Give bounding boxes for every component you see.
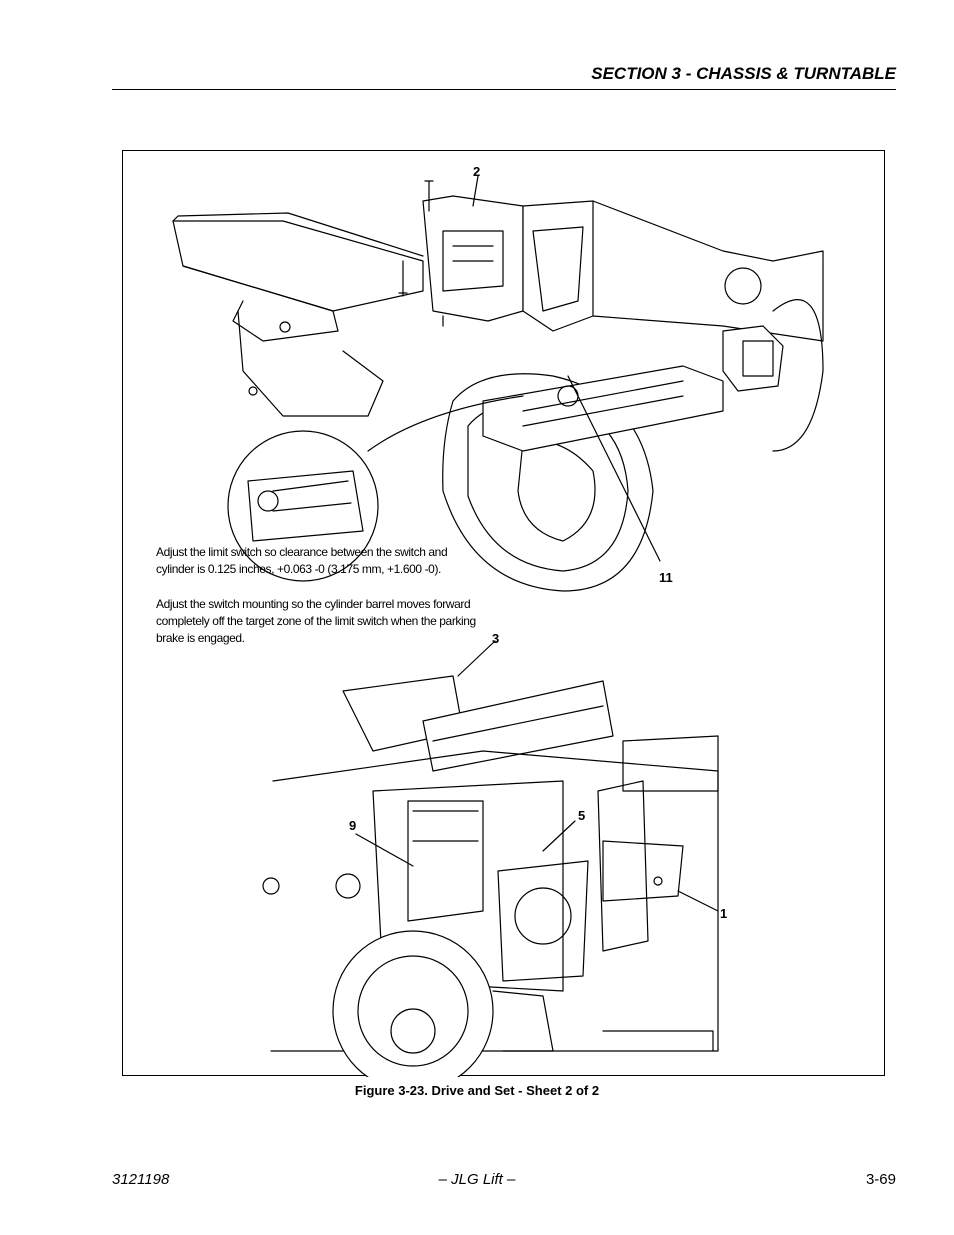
footer-doc-number: 3121198 (112, 1171, 170, 1188)
lower-brake-drawing (262, 640, 719, 1077)
header-rule (112, 89, 896, 90)
callout-1: 1 (720, 906, 728, 921)
figure-caption: Figure 3-23. Drive and Set - Sheet 2 of … (354, 1083, 600, 1098)
figure-frame: 2 11 3 9 5 1 Adjust the limit switch so … (122, 150, 885, 1077)
upper-chassis-drawing (172, 175, 824, 592)
callout-2: 2 (473, 164, 481, 179)
footer-publisher: – JLG Lift – (438, 1171, 516, 1188)
callout-5: 5 (578, 808, 586, 823)
footer-page-number: 3-69 (865, 1171, 896, 1188)
callout-9: 9 (349, 818, 357, 833)
callout-11: 11 (659, 570, 673, 585)
switch-mounting-note: Adjust the switch mounting so the cylind… (156, 597, 476, 645)
section-title: SECTION 3 - CHASSIS & TURNTABLE (591, 64, 896, 83)
limit-switch-clearance-note: Adjust the limit switch so clearance bet… (156, 545, 448, 576)
callout-3: 3 (492, 631, 500, 646)
drive-and-set-illustration (172, 175, 824, 1077)
